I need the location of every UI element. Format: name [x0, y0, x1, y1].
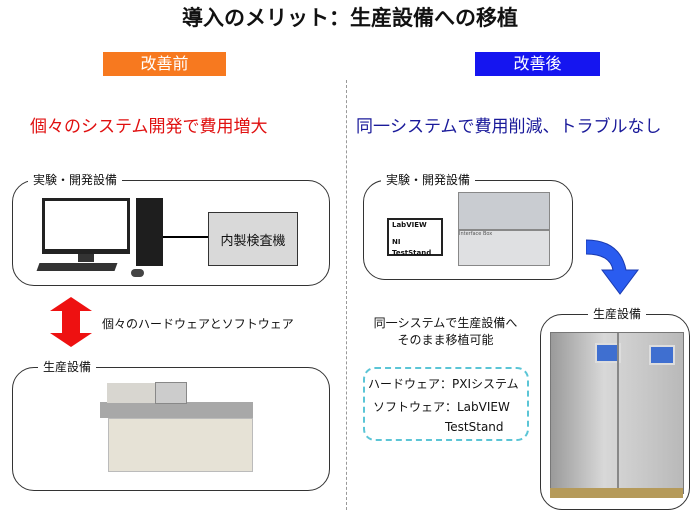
monitor-icon	[42, 198, 130, 254]
divider	[346, 80, 347, 510]
labview-text: LabVIEW	[392, 221, 427, 229]
pc-tower-icon	[136, 198, 163, 266]
cable-line	[163, 236, 209, 238]
before-prod-label: 生産設備	[38, 358, 97, 375]
interface-box-image: Interface Box	[458, 230, 550, 266]
teststand-text: NI TestStand	[392, 238, 432, 257]
production-machine-image	[108, 418, 253, 472]
spec-box	[363, 367, 529, 441]
keyboard-icon	[36, 263, 118, 271]
note-line2: そのまま移植可能	[397, 333, 494, 347]
machine-top	[100, 402, 253, 418]
pxi-chassis-image	[458, 192, 550, 230]
after-tag: 改善後	[475, 52, 600, 76]
before-tag: 改善前	[103, 52, 226, 76]
slide-title: 導入のメリット：生産設備への移植	[182, 6, 518, 30]
note-line1: 同一システムで生産設備へ	[373, 316, 518, 330]
after-prod-label: 生産設備	[588, 305, 647, 322]
arrow-text: 個々のハードウェアとソフトウェア	[102, 317, 294, 331]
software-spec-2: TestStand	[445, 420, 504, 434]
inspection-box: 内製検査機	[208, 212, 298, 266]
labview-monitor: LabVIEW NI TestStand	[387, 218, 443, 257]
before-dev-label: 実験・開発設備	[28, 171, 123, 188]
curved-arrow-icon	[586, 239, 639, 295]
mouse-icon	[131, 269, 144, 277]
double-arrow-icon	[50, 297, 92, 347]
after-heading: 同一システムで費用削減、トラブルなし	[356, 117, 662, 137]
machine-display	[155, 382, 187, 404]
rack-base	[550, 488, 683, 498]
software-spec: ソフトウェア：LabVIEW	[373, 400, 510, 414]
monitor-stand	[78, 254, 94, 262]
machine-panel	[107, 383, 155, 403]
production-rack-image	[550, 332, 684, 494]
interface-box-label: Interface Box	[459, 231, 493, 237]
after-dev-label: 実験・開発設備	[381, 171, 476, 188]
before-heading: 個々のシステム開発で費用増大	[30, 117, 268, 137]
hardware-spec: ハードウェア：PXIシステム	[368, 377, 519, 391]
